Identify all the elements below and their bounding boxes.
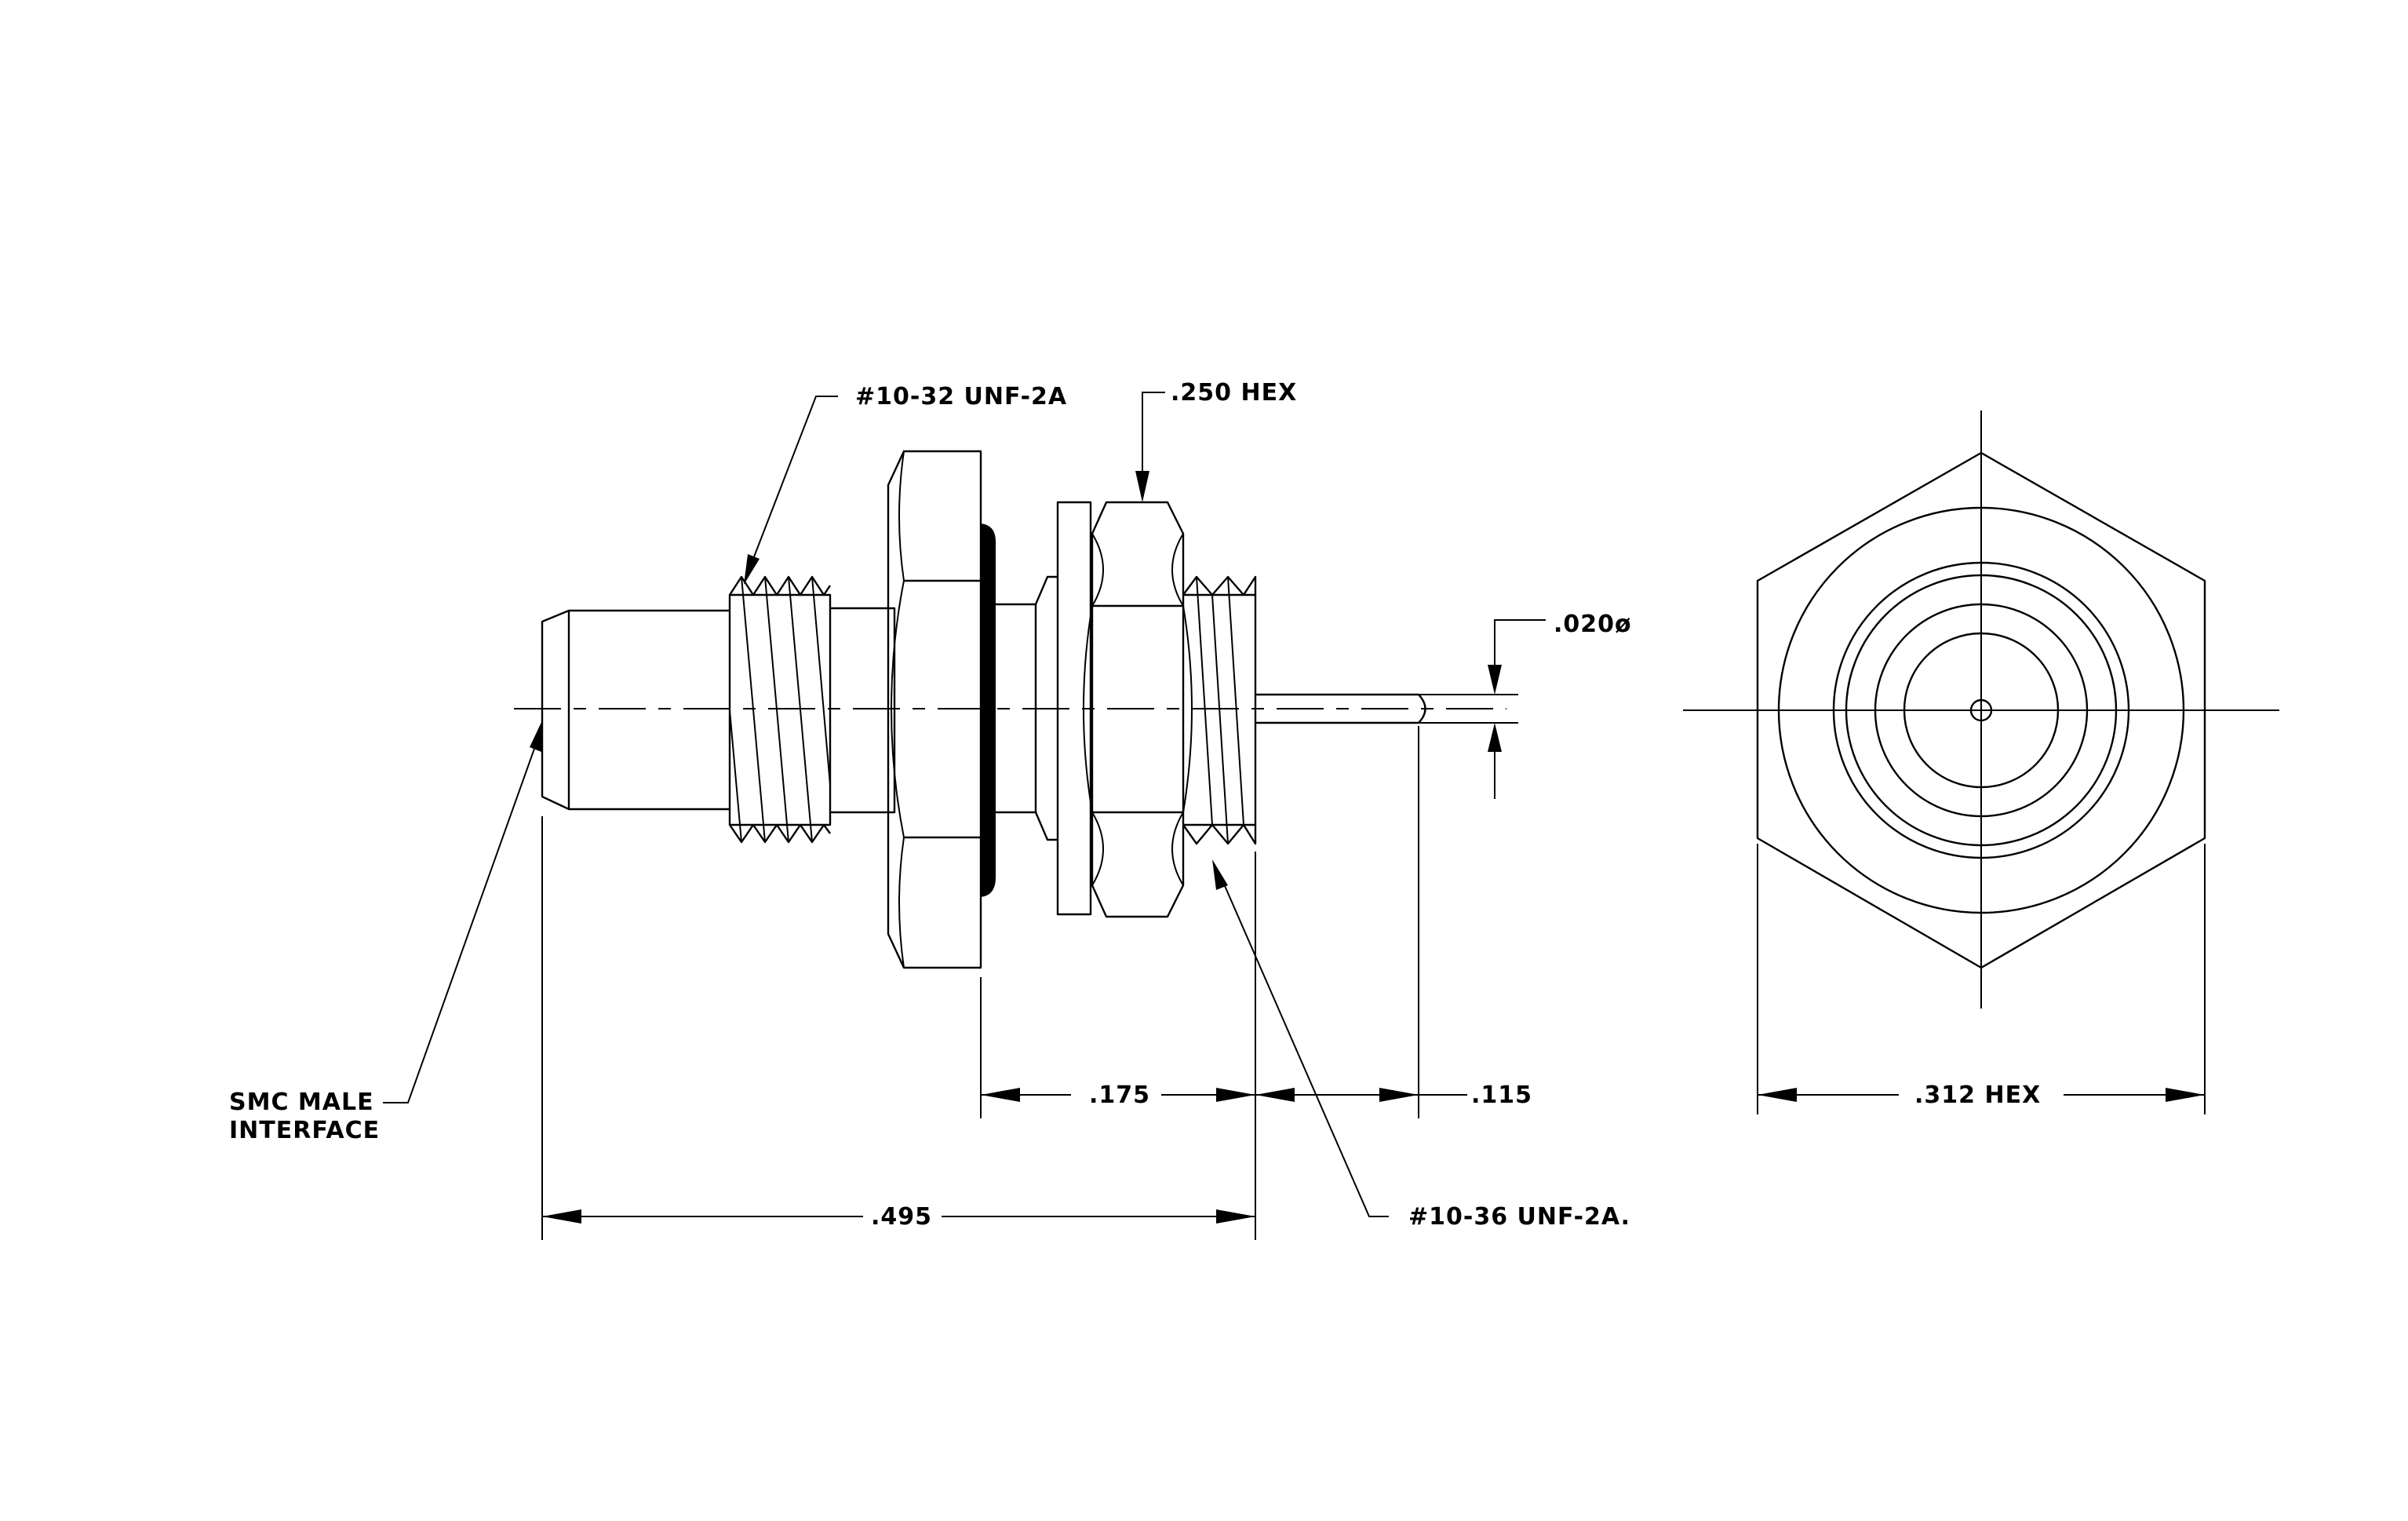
end-hex-outline (1756, 451, 2206, 969)
side-view (514, 450, 1518, 969)
leader-hex-250 (1142, 392, 1165, 487)
label-hex-250: .250 HEX (1171, 379, 1297, 407)
label-pin-dia: .020ø (1554, 611, 1632, 638)
end-circle-5 (1903, 632, 2060, 789)
label-hex-312: .312 HEX (1914, 1081, 2041, 1109)
label-dim-115: .115 (1471, 1081, 1532, 1109)
label-dim-175: .175 (1089, 1081, 1150, 1109)
leader-thread-bottom (1219, 874, 1389, 1217)
end-circle-3 (1845, 574, 2118, 847)
body-mid (995, 603, 1037, 814)
label-dim-495: .495 (871, 1203, 932, 1231)
thread-10-36 (1182, 575, 1257, 845)
label-smc-line1: SMC MALE (229, 1089, 374, 1116)
end-circle-2 (1832, 561, 2130, 859)
label-thread-top: #10-32 UNF-2A (855, 383, 1067, 410)
label-smc-line2: INTERFACE (229, 1117, 380, 1144)
flange-hex (887, 450, 982, 969)
leader-smc (383, 737, 539, 1103)
hex-nut-250 (1083, 501, 1193, 918)
end-view (1683, 410, 2279, 1009)
end-circle-outer (1777, 506, 2185, 914)
washer (1056, 501, 1092, 916)
gasket (980, 523, 996, 898)
thread-10-32 (728, 575, 832, 844)
body-mid-chamfer (1034, 575, 1058, 841)
end-circle-4 (1874, 603, 2089, 818)
label-thread-bottom: #10-36 UNF-2A. (1408, 1203, 1630, 1231)
body-neck (830, 607, 896, 814)
dimensions: #10-32 UNF-2A .250 HEX .020ø SMC MALE IN… (229, 379, 2206, 1240)
leader-pin-dia (1494, 619, 1546, 681)
end-pin-circle (1969, 698, 1993, 722)
smc-interface-nose (541, 609, 730, 811)
leader-thread-top (749, 396, 838, 570)
